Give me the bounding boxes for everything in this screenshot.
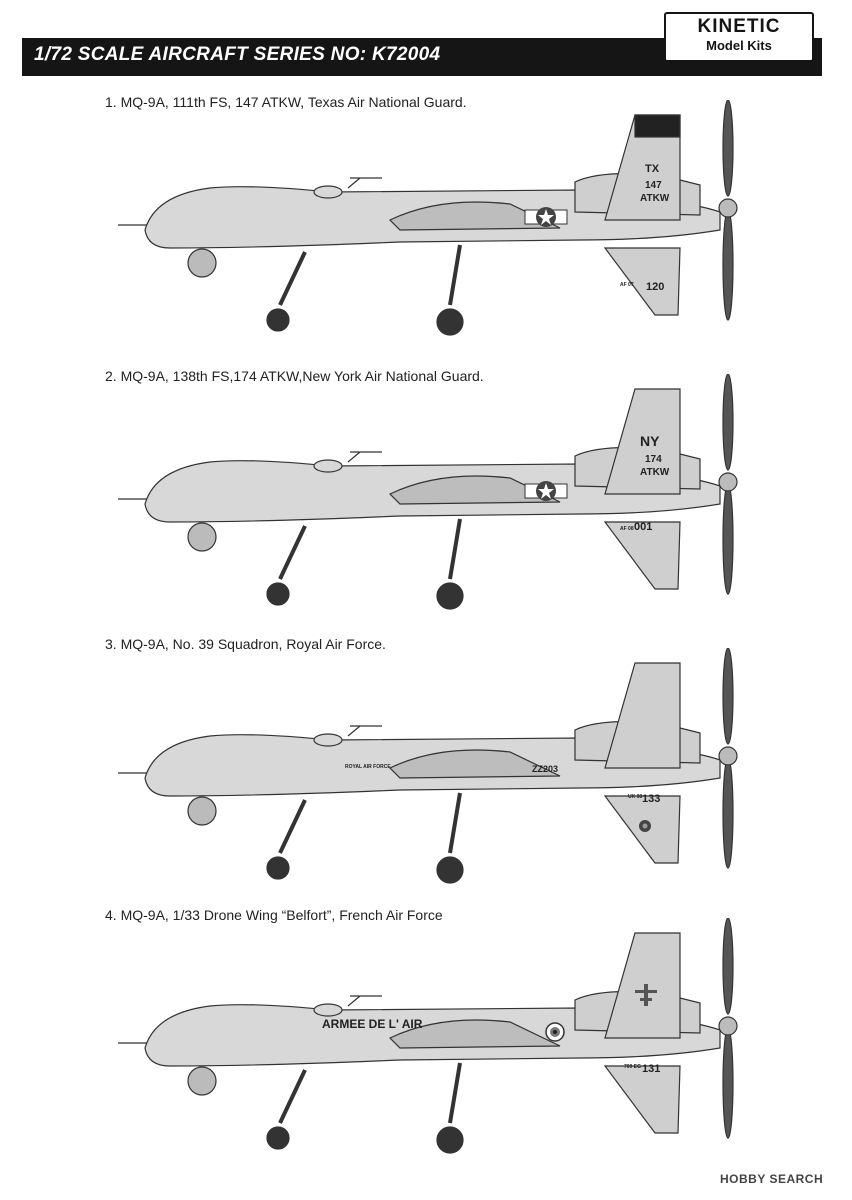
scheme-3-caption: 3. MQ-9A, No. 39 Squadron, Royal Air For… (105, 636, 386, 652)
propeller-upper (722, 100, 734, 197)
nose-text: ROYAL AIR FORCE (345, 764, 391, 770)
antenna (347, 725, 361, 737)
aircraft-profile (118, 374, 738, 610)
page-title: 1/72 SCALE AIRCRAFT SERIES NO: K72004 (34, 44, 441, 65)
main-gear-strut (448, 1062, 462, 1124)
wing-root (388, 475, 561, 505)
spinner (718, 746, 738, 766)
serial-small: UK 08 (628, 794, 642, 800)
propeller-upper (722, 918, 734, 1015)
nose-gear-strut (278, 1069, 307, 1124)
watermark: HOBBY SEARCH (720, 1172, 824, 1186)
scheme-1-caption: 1. MQ-9A, 111th FS, 147 ATKW, Texas Air … (105, 94, 467, 110)
sensor-turret (187, 796, 217, 826)
sensor-turret (187, 522, 217, 552)
main-wheel (436, 856, 464, 884)
main-wheel (436, 1126, 464, 1154)
nose-wheel (266, 582, 290, 606)
nose-gear-strut (278, 799, 307, 854)
propeller-upper (722, 374, 734, 471)
spinner (718, 1016, 738, 1036)
scheme-1-drawing: TX 147 ATKW AF 07 120 (118, 100, 738, 336)
propeller-upper (722, 648, 734, 745)
nose-wheel (266, 856, 290, 880)
unit-badge-icon (635, 984, 657, 1006)
tail-band (634, 114, 681, 138)
ventral-fin (603, 1065, 681, 1134)
sensor-turret (187, 1066, 217, 1096)
tail-unit-number: 147 (645, 180, 662, 191)
ventral-fin (603, 247, 681, 316)
scheme-3-drawing: ROYAL AIR FORCE ZZ203 UK 08 133 (118, 648, 738, 884)
nose-gear-strut (278, 525, 307, 580)
nose-wheel (266, 308, 290, 332)
main-gear-strut (448, 244, 462, 306)
raf-roundel-icon (639, 820, 651, 832)
spinner (718, 472, 738, 492)
serial-small: AF 08 (620, 526, 634, 532)
fuselage-serial: ZZ203 (532, 764, 558, 774)
scheme-4-caption: 4. MQ-9A, 1/33 Drone Wing “Belfort”, Fre… (105, 907, 443, 923)
serial-small: AF 07 (620, 282, 634, 288)
satcom-dome (313, 1003, 343, 1017)
nose-text: ARMEE DE L' AIR (322, 1017, 423, 1031)
tail-unit-code: ATKW (640, 467, 670, 478)
aircraft-profile (118, 648, 738, 884)
tail-unit-code: ATKW (640, 193, 670, 204)
tail-fin (604, 388, 681, 495)
propeller-lower (722, 757, 734, 869)
serial-small: 709 EG (624, 1064, 641, 1070)
main-gear-strut (448, 518, 462, 580)
satcom-dome (313, 459, 343, 473)
serial-number: 131 (642, 1063, 660, 1075)
tail-fin (604, 932, 681, 1039)
sensor-turret (187, 248, 217, 278)
french-roundel-icon (545, 1022, 565, 1042)
spinner (718, 198, 738, 218)
antenna (347, 177, 361, 189)
propeller-lower (722, 1027, 734, 1139)
nose-wheel (266, 1126, 290, 1150)
main-wheel (436, 582, 464, 610)
logo-sub-text: Model Kits (706, 38, 772, 53)
antenna (347, 995, 361, 1007)
wing-root (388, 201, 561, 231)
propeller-lower (722, 209, 734, 321)
aircraft-profile (118, 100, 738, 336)
satcom-dome (313, 185, 343, 199)
tail-code: NY (640, 433, 660, 449)
wing-root (388, 1019, 561, 1049)
antenna (347, 451, 361, 463)
main-wheel (436, 308, 464, 336)
serial-number: 120 (646, 281, 664, 293)
brand-logo: KINETIC Model Kits (664, 12, 814, 62)
propeller-lower (722, 483, 734, 595)
logo-brand-text: KINETIC (697, 16, 781, 37)
us-star-icon (524, 207, 568, 227)
tail-fin (604, 662, 681, 769)
wing-root (388, 749, 561, 779)
aircraft-profile (118, 918, 738, 1154)
nose-gear-strut (278, 251, 307, 306)
ventral-fin (603, 521, 681, 590)
us-star-icon (524, 481, 568, 501)
tail-code: TX (645, 163, 660, 175)
scheme-4-drawing: ARMEE DE L' AIR 709 EG 131 (118, 918, 738, 1154)
scheme-2-caption: 2. MQ-9A, 138th FS,174 ATKW,New York Air… (105, 368, 484, 384)
serial-number: 133 (642, 793, 660, 805)
tail-unit-number: 174 (645, 454, 662, 465)
serial-number: 001 (634, 521, 652, 533)
satcom-dome (313, 733, 343, 747)
main-gear-strut (448, 792, 462, 854)
scheme-2-drawing: NY 174 ATKW AF 08 001 (118, 374, 738, 610)
